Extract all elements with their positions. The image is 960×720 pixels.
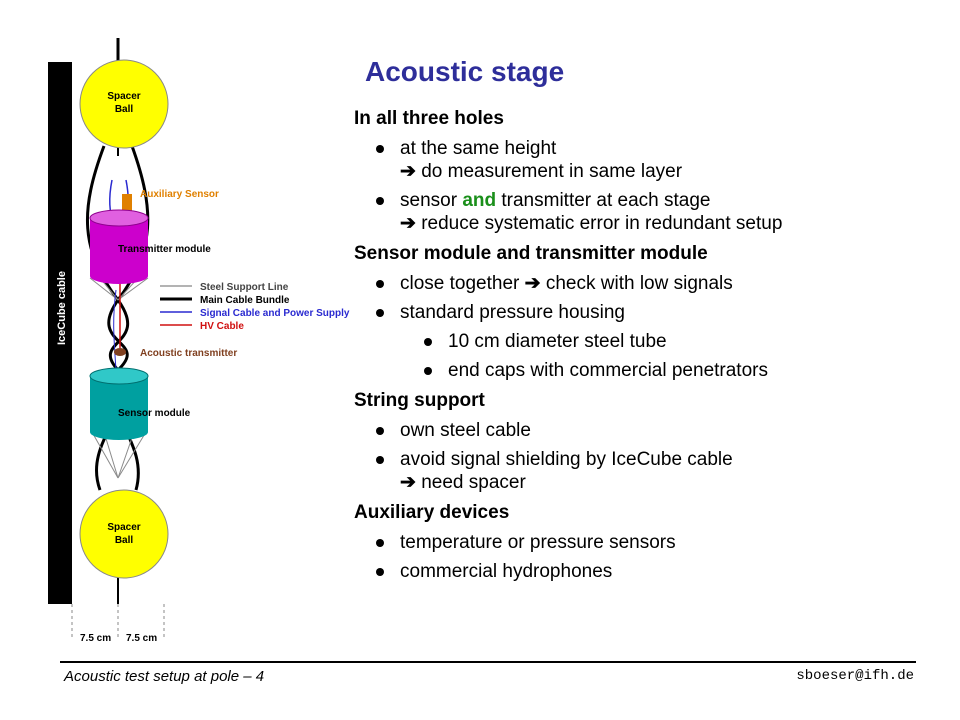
legend-signal-cable: Signal Cable and Power Supply (200, 308, 350, 319)
bullet-text: commercial hydrophones (400, 561, 613, 582)
spacer-bottom-line1: Spacer (107, 522, 140, 533)
legend-steel-support-line: Steel Support Line (200, 282, 289, 293)
bullet-text: check with low signals (545, 273, 733, 294)
bullet-text: transmitter at each stage (496, 190, 711, 211)
bullet-dot-icon (376, 539, 384, 547)
spacer-top-line1: Spacer (107, 91, 140, 102)
spacer-ball-bottom (79, 489, 169, 579)
bullet-text: temperature or pressure sensors (400, 532, 676, 553)
bullet-item: sensor and transmitter at each stage ➔ r… (354, 189, 914, 235)
auxiliary-sensor-label: Auxiliary Sensor (140, 189, 219, 200)
bullet-item: commercial hydrophones (354, 560, 914, 583)
bullet-item: close together ➔ check with low signals (354, 272, 914, 295)
bullet-dot-icon (376, 309, 384, 317)
bullet-dot-icon (424, 367, 432, 375)
bullet-item: avoid signal shielding by IceCube cable … (354, 448, 914, 494)
spacer-bottom-line2: Ball (115, 535, 134, 546)
bullet-text: reduce systematic error in redundant set… (421, 213, 783, 234)
acoustic-transmitter (114, 348, 126, 356)
arrow-right-icon: ➔ (400, 472, 416, 493)
section-string-support: String support own steel cable avoid sig… (354, 390, 914, 494)
bullet-dot-icon (376, 145, 384, 153)
cable-legend: Steel Support Line Main Cable Bundle Sig… (160, 282, 350, 332)
section-heading: In all three holes (354, 108, 504, 129)
transmitter-module-label: Transmitter module (118, 244, 211, 255)
bullet-text: at the same height (400, 138, 557, 159)
dimension-left: 7.5 cm (80, 633, 111, 644)
arrow-right-icon: ➔ (400, 213, 416, 234)
dimension-right: 7.5 cm (126, 633, 157, 644)
bullet-text: avoid signal shielding by IceCube cable (400, 449, 733, 470)
auxiliary-sensor (122, 194, 132, 212)
sensor-module-label: Sensor module (118, 408, 191, 419)
bullet-dot-icon (376, 456, 384, 464)
section-heading: Sensor module and transmitter module (354, 243, 708, 264)
bullet-dot-icon (376, 197, 384, 205)
section-heading: String support (354, 390, 485, 411)
spacer-top-line2: Ball (115, 104, 134, 115)
sub-bullet-item: 10 cm diameter steel tube (354, 330, 914, 353)
bullet-item: standard pressure housing (354, 301, 914, 324)
sub-bullet-item: end caps with commercial penetrators (354, 359, 914, 382)
bullet-dot-icon (376, 427, 384, 435)
footer-email: sboeser@ifh.de (796, 668, 914, 684)
acoustic-transmitter-label: Acoustic transmitter (140, 348, 237, 359)
bullet-text: own steel cable (400, 420, 531, 441)
section-heading: Auxiliary devices (354, 502, 510, 523)
icecube-cable (48, 62, 72, 604)
legend-hv-cable: HV Cable (200, 321, 244, 332)
bullet-dot-icon (376, 568, 384, 576)
slide-title: Acoustic stage (365, 56, 565, 87)
sensor-module (90, 376, 148, 432)
bullet-text: end caps with commercial penetrators (448, 360, 768, 381)
bullet-text: close together (400, 273, 520, 294)
highlight-and: and (462, 190, 497, 211)
bullet-item: temperature or pressure sensors (354, 531, 914, 554)
footer-slide-label: Acoustic test setup at pole – 4 (64, 668, 265, 685)
transmitter-module (90, 218, 148, 276)
spacer-ball-top (79, 59, 169, 149)
bullet-text: 10 cm diameter steel tube (448, 331, 667, 352)
bullet-text: need spacer (421, 472, 526, 493)
bullet-item: own steel cable (354, 419, 914, 442)
slide-content: In all three holes at the same height ➔ … (354, 108, 914, 591)
footer-divider (60, 661, 916, 663)
bullet-text: sensor (400, 190, 463, 211)
section-sensor-transmitter: Sensor module and transmitter module clo… (354, 243, 914, 382)
bullet-item: at the same height ➔ do measurement in s… (354, 137, 914, 183)
arrow-right-icon: ➔ (524, 273, 541, 294)
legend-main-cable-bundle: Main Cable Bundle (200, 295, 290, 306)
bullet-dot-icon (424, 338, 432, 346)
bullet-dot-icon (376, 280, 384, 288)
arrow-right-icon: ➔ (400, 161, 416, 182)
icecube-cable-label: IceCube cable (56, 271, 68, 345)
bullet-text: standard pressure housing (400, 302, 625, 323)
section-auxiliary-devices: Auxiliary devices temperature or pressur… (354, 502, 914, 583)
bullet-text: do measurement in same layer (421, 161, 683, 182)
section-all-three-holes: In all three holes at the same height ➔ … (354, 108, 914, 235)
